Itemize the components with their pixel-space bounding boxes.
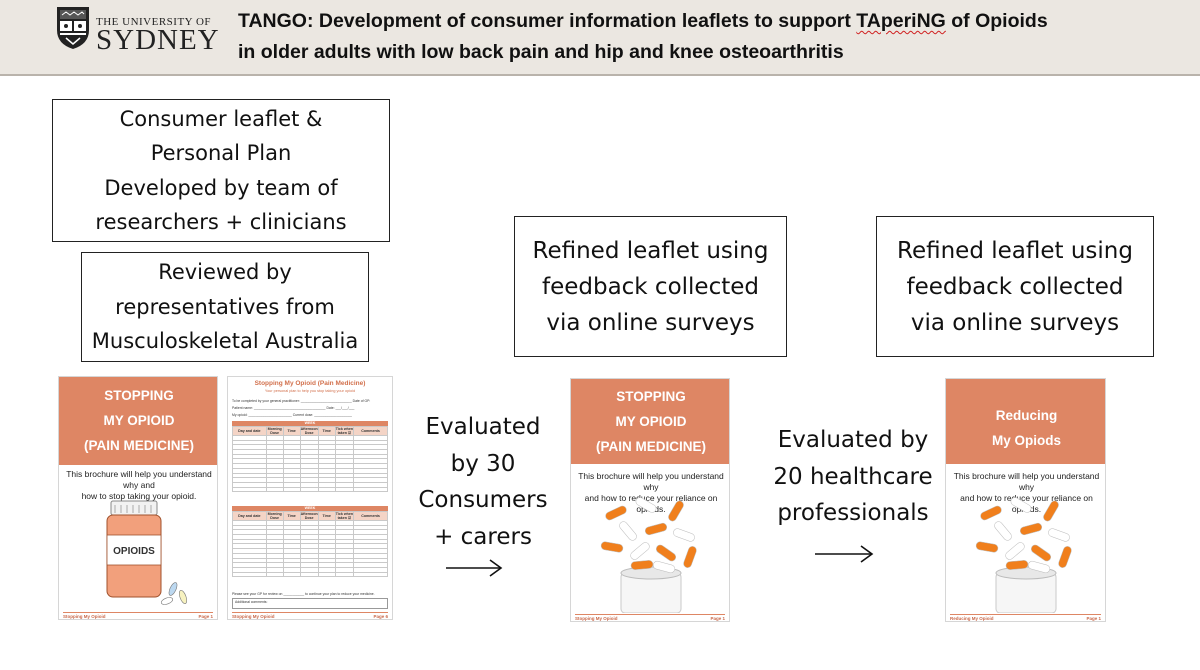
plan-line-patient: Patient name: __________________________… [232, 406, 355, 410]
table-row [232, 481, 388, 488]
pill-bottle-icon: OPIOIDS [106, 500, 187, 605]
title-line-1-start: TANGO: Development of consumer informati… [238, 10, 857, 32]
plan-comments-label: Additional comments: [235, 600, 268, 604]
table-row [232, 486, 388, 493]
spilling-pills-icon [600, 497, 697, 613]
col-morning-time: Time [282, 511, 301, 521]
leaflet-footer-right: Page 1 [198, 614, 213, 619]
logo-big-text: SYDNEY [96, 24, 220, 56]
plan-footer-right: Page 6 [373, 614, 388, 619]
right-arrow-icon [815, 545, 874, 563]
col-comments: Comments [353, 426, 388, 436]
university-logo: THE UNIVERSITY OF SYDNEY [56, 6, 219, 58]
plan-table-week-2: Day and date Morning Dose Time Afternoon… [232, 511, 388, 578]
university-crest-icon [57, 7, 89, 49]
footer-rule [950, 614, 1101, 615]
leaflet-cover-subtitle: This brochure will help you understand w… [66, 469, 212, 501]
step-box-refine-professionals-text: Refined leaflet using feedback collected… [897, 237, 1133, 336]
plan-footer-left: Stopping My Opioid [232, 614, 275, 619]
leaflet-cover-original: STOPPING MY OPIOID (PAIN MEDICINE) This … [58, 376, 218, 620]
col-day: Day and date [232, 426, 267, 436]
col-afternoon-time: Time [317, 511, 336, 521]
step-box-review-text: Reviewed by representatives from Musculo… [91, 260, 359, 354]
spilling-pills-icon [975, 497, 1072, 613]
plan-week-bar: WEEK [232, 506, 388, 511]
leaflet-cover-title: Reducing My Opiods [991, 408, 1061, 448]
step-box-development-text: Consumer leaflet & Personal Plan Develop… [95, 106, 347, 235]
leaflet-footer-right: Page 1 [1086, 616, 1101, 621]
footer-rule [63, 612, 213, 613]
personal-plan-page: Stopping My Opioid (Pain Medicine) Your … [227, 376, 393, 620]
plan-bottom-note: Please see your GP for review on _______… [232, 592, 375, 596]
footer-rule [575, 614, 725, 615]
title-line-1: TANGO: Development of consumer informati… [238, 6, 1048, 37]
leaflet-cover-final: Reducing My Opiods (Medicine to relieve … [945, 378, 1106, 622]
plan-table-week-1: Day and date Morning Dose Time Afternoon… [232, 426, 388, 493]
leaflet-footer-left: Stopping My Opioid [575, 616, 618, 621]
leaflet-footer-left: Stopping My Opioid [63, 614, 106, 619]
leaflet-footer-left: Reducing My Opioid [950, 616, 994, 621]
col-tick: Tick when taken ☑ [334, 511, 355, 521]
plan-subtitle: Your personal plan to help you stop taki… [264, 389, 356, 393]
evaluation-consumers-text: Evaluated by 30 Consumers + carers [418, 414, 548, 550]
col-comments: Comments [353, 511, 388, 521]
title-line-1-end: of Opioids [945, 10, 1048, 32]
logo-small-text: THE UNIVERSITY OF [96, 16, 212, 28]
leaflet-cover-title: STOPPING MY OPIOID (PAIN MEDICINE) [571, 379, 729, 464]
step-box-refine-professionals: Refined leaflet using feedback collected… [876, 216, 1154, 357]
evaluation-professionals-text: Evaluated by 20 healthcare professionals [773, 427, 933, 526]
title-flagged-word: TAperiNG [856, 10, 946, 32]
plan-line-gp: To be completed by your general practiti… [232, 399, 371, 403]
col-day: Day and date [232, 511, 267, 521]
table-row [232, 453, 388, 460]
plan-week-bar: WEEK [232, 421, 388, 426]
col-morning-time: Time [282, 426, 301, 436]
col-afternoon-time: Time [317, 426, 336, 436]
step-box-refine-consumers: Refined leaflet using feedback collected… [514, 216, 787, 357]
plan-comments-box: Additional comments: [232, 598, 388, 609]
title-line-2: in older adults with low back pain and h… [238, 41, 844, 63]
plan-title: Stopping My Opioid (Pain Medicine) [254, 380, 366, 387]
col-morning-dose: Morning Dose [265, 426, 284, 436]
col-afternoon-dose: Afternoon Dose [299, 426, 319, 436]
leaflet-cover-title-block: Reducing My Opiods (Medicine to relieve … [946, 379, 1105, 488]
header-bar: THE UNIVERSITY OF SYDNEY TANGO: Developm… [0, 0, 1200, 76]
page-title: TANGO: Development of consumer informati… [238, 6, 1048, 68]
leaflet-cover-title-sub: (Medicine to relieve pain) [972, 478, 1081, 488]
step-box-development: Consumer leaflet & Personal Plan Develop… [52, 99, 390, 242]
leaflet-footer-right: Page 1 [710, 616, 725, 621]
leaflet-cover-title: STOPPING MY OPIOID (PAIN MEDICINE) [59, 377, 217, 465]
bottle-label: OPIOIDS [113, 546, 155, 557]
col-tick: Tick when taken ☑ [334, 426, 355, 436]
step-box-review: Reviewed by representatives from Musculo… [81, 252, 369, 362]
col-morning-dose: Morning Dose [265, 511, 284, 521]
leaflet-cover-revised: STOPPING MY OPIOID (PAIN MEDICINE) This … [570, 378, 730, 622]
col-afternoon-dose: Afternoon Dose [299, 511, 319, 521]
step-box-refine-consumers-text: Refined leaflet using feedback collected… [532, 237, 769, 336]
right-arrow-icon [446, 559, 503, 577]
footer-rule [232, 612, 388, 613]
plan-line-opioid: My opioid: _______________________ Curre… [232, 413, 352, 417]
table-row [232, 571, 388, 578]
